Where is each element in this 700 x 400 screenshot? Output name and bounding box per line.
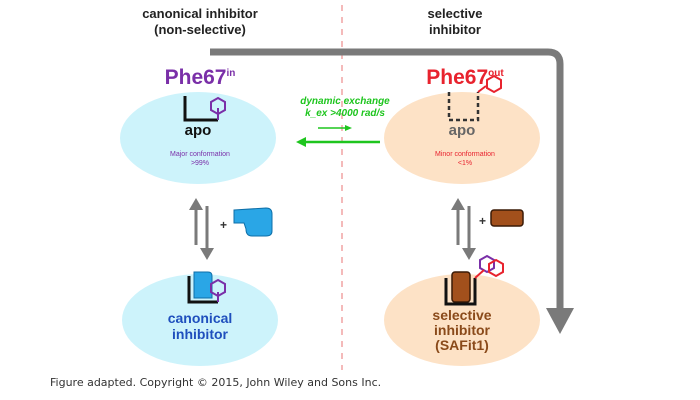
minor-conformation-label: Minor conformation <1% [435,151,495,167]
pocket-in-icon [183,96,218,122]
bent-pathway-arrow [210,48,564,310]
right-column-header: selective inhibitor [427,6,483,37]
phe-out-ring-icon [486,74,502,94]
bent-pathway-arrowhead [546,308,574,334]
phe67-in-base: Phe67 [164,66,227,89]
selective-pocket-icon [444,278,477,306]
phe67-in-label: Phe67in [135,62,265,90]
left-column-header: canonical inhibitor (non-selective) [142,6,258,37]
left-equilibrium-down-head [200,248,214,260]
right-equilibrium-up-head [451,198,465,210]
selective-complex-ellipse [384,274,540,366]
phe67-out-label: Phe67out [400,62,530,90]
left-plus-sign: + [220,218,227,232]
selective-inhibitor-label: selective inhibitor (SAFit1) [432,307,492,353]
canonical-complex-ellipse [122,274,278,366]
phe67-out-sup: out [488,68,504,79]
canonical-inhibitor-label: canonical inhibitor [167,310,233,342]
apo-out-label: apo [448,122,476,139]
apo-in-label: apo [184,122,212,139]
canonical-pocket-icon [187,276,218,304]
exchange-label-1: dynamic exchange [300,96,390,107]
bound-phe-out-ring-purple-icon [479,254,495,274]
apo-out-ellipse [384,92,540,184]
canonical-inhibitor-icon [233,207,273,237]
bound-selective-inhibitor-icon [451,271,471,303]
phe-out-stem [477,85,487,93]
exchange-arrow-left-head [296,137,306,147]
bound-phe-out-ring-red-icon [488,258,504,278]
phe67-in-sup: in [226,68,236,79]
exchange-arrow-right-head [345,125,352,131]
major-conformation-label: Major conformation >99% [170,151,230,167]
selective-inhibitor-icon [490,209,524,227]
bound-phe-out-stem [474,269,485,279]
exchange-label-2: k_ex >4000 rad/s [305,108,385,119]
pocket-out-icon [447,92,480,122]
left-equilibrium-up-head [189,198,203,210]
phe-in-ring-icon [210,96,226,116]
bound-phe-in-ring-icon [210,278,226,298]
apo-in-ellipse [120,92,276,184]
right-equilibrium-down-head [462,248,476,260]
right-plus-sign: + [479,214,486,228]
bound-canonical-inhibitor-icon [193,271,213,299]
phe67-out-base: Phe67 [426,66,489,89]
copyright-footer: Figure adapted. Copyright © 2015, John W… [50,376,382,389]
